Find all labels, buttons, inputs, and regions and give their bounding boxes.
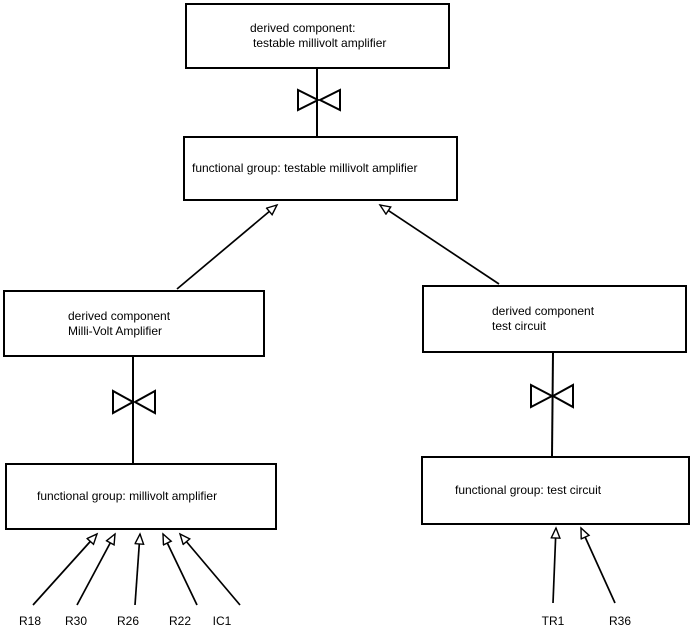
- bowtie-icon-top: [297, 88, 341, 112]
- leaf-label-r30: R30: [64, 614, 88, 628]
- node-functional-group-test-circuit: functional group: test circuit: [421, 456, 690, 525]
- arrow-r26: [134, 534, 140, 606]
- arrow-r22: [162, 534, 198, 606]
- leaf-label-tr1: TR1: [541, 614, 565, 628]
- arrow-left-derived-to-functional: [176, 205, 277, 290]
- node-label-line: functional group: millivolt amplifier: [37, 489, 218, 503]
- node-label-line: test circuit: [492, 319, 547, 333]
- node-label-line: Milli-Volt Amplifier: [68, 323, 163, 338]
- leaf-label-r36: R36: [608, 614, 632, 628]
- bowtie-icon-right: [530, 383, 574, 409]
- leaf-label-r18: R18: [18, 614, 42, 628]
- node-label-line: functional group: test circuit: [455, 483, 602, 497]
- leaf-label-r22: R22: [168, 614, 192, 628]
- arrow-r18: [32, 534, 97, 606]
- bowtie-icon-left: [112, 389, 156, 415]
- node-label-line: functional group: testable millivolt amp…: [192, 161, 418, 175]
- node-label-line: derived component:: [250, 21, 356, 35]
- node-functional-group-testable-millivolt-amplifier: functional group: testable millivolt amp…: [183, 136, 458, 201]
- node-label-line: derived component: [492, 304, 595, 318]
- leaf-label-r26: R26: [116, 614, 140, 628]
- node-derived-milli-volt-amplifier: derived component Milli-Volt Amplifier: [3, 290, 265, 357]
- node-derived-testable-millivolt-amplifier: derived component: testable millivolt am…: [185, 3, 450, 69]
- arrow-ic1: [180, 534, 241, 606]
- node-label-line: testable millivolt amplifier: [253, 36, 387, 50]
- arrow-tr1: [553, 528, 556, 604]
- node-functional-group-millivolt-amplifier: functional group: millivolt amplifier: [5, 463, 277, 530]
- connector-right: [551, 352, 554, 457]
- arrow-r30: [76, 534, 115, 606]
- leaf-label-ic1: IC1: [212, 614, 232, 628]
- node-derived-test-circuit: derived component test circuit: [422, 285, 687, 353]
- node-label-line: derived component: [68, 308, 171, 323]
- arrow-r36: [580, 528, 616, 604]
- arrow-right-derived-to-functional: [380, 205, 500, 285]
